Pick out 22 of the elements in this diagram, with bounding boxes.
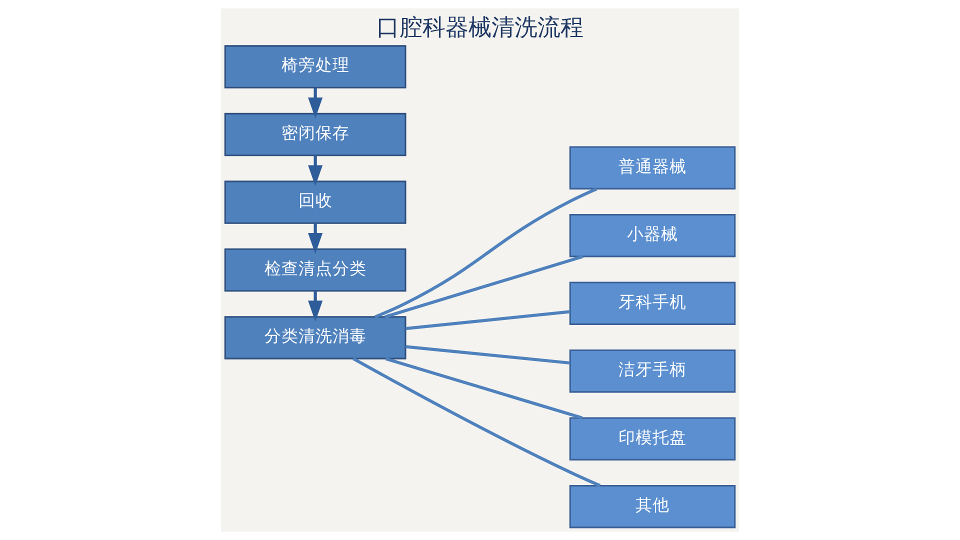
arrow <box>308 155 323 186</box>
connector <box>385 357 583 420</box>
arrow <box>308 290 323 322</box>
arrow <box>308 88 323 118</box>
arrow <box>308 223 323 254</box>
connector <box>406 345 570 365</box>
node-box: 椅旁处理 <box>224 45 406 88</box>
node-box: 洁牙手柄 <box>569 349 736 393</box>
node-box: 牙科手机 <box>569 282 736 325</box>
node-box: 检查清点分类 <box>224 248 406 292</box>
node-box: 小器械 <box>569 214 736 258</box>
node-box: 密闭保存 <box>224 112 406 156</box>
node-box: 印模托盘 <box>569 417 736 460</box>
node-box: 普通器械 <box>569 146 736 190</box>
node-box: 分类清洗消毒 <box>224 316 406 360</box>
node-box: 其他 <box>569 484 736 528</box>
connector <box>352 357 601 488</box>
connector <box>374 187 598 318</box>
diagram-title: 口腔科器械清洗流程 <box>376 15 584 42</box>
connector <box>384 255 584 318</box>
connector <box>406 310 570 330</box>
node-box: 回收 <box>224 180 406 224</box>
